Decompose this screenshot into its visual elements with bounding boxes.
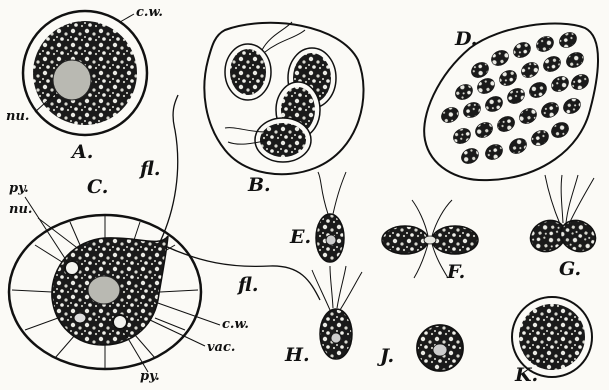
cell-e [316,172,346,262]
cell-d [424,24,598,181]
cell-g [525,175,600,257]
label-e: E. [290,228,311,247]
label-k: K. [515,366,538,385]
label-py-bottom: py. [140,370,160,383]
label-d: D. [455,30,477,49]
label-fl-1: fl. [140,160,160,179]
cell-b [204,22,363,174]
label-py-top: py. [9,182,29,195]
cell-j [417,325,463,371]
label-j: J. [380,347,394,366]
cell-h [312,266,362,359]
label-fl-2: fl. [238,276,258,295]
label-h: H. [285,346,310,365]
label-nu-c: nu. [9,203,32,216]
label-cw-a: c.w. [136,6,163,19]
label-g: G. [559,260,581,279]
cell-a [23,11,147,135]
label-b: B. [248,176,271,195]
label-vac: vac. [207,341,235,354]
label-nu-a: nu. [6,110,29,123]
label-c: C. [87,178,108,197]
label-cw-c: c.w. [222,318,249,331]
label-f: F. [447,263,465,282]
label-a: A. [72,143,93,162]
